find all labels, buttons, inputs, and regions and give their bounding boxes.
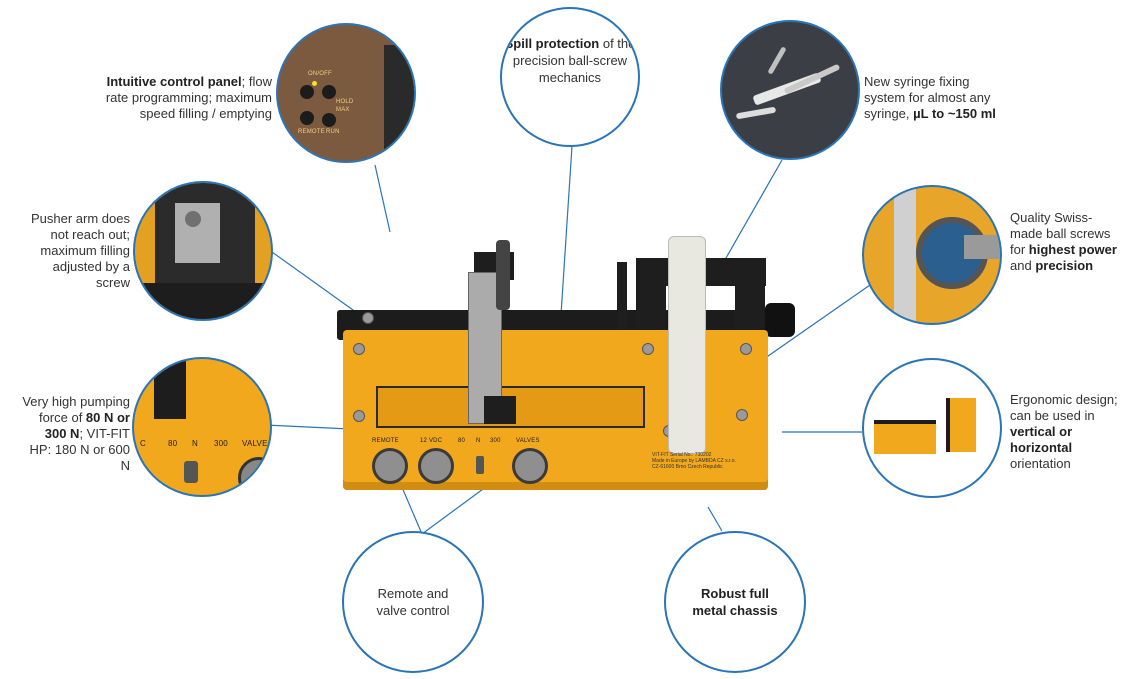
front-label-80: 80 [458,438,466,444]
pusher-disc [496,240,510,310]
zoom-label-max: MAX [336,107,350,113]
force-label-80: 80 [168,439,178,448]
serial-plate-line: CZ-61600 Brno Czech Republic [652,464,723,470]
syringe-icon [735,106,777,120]
front-label-remote: REMOTE [372,438,399,444]
led-icon [312,81,317,86]
spill-protection-circle: Spill protection of the precision ball-s… [500,7,640,147]
device-knob [765,303,795,337]
spill-rest: of the precision ball-screw mechanics [512,36,636,85]
zoom-label-onoff: ON/OFF [308,71,332,77]
line-chassis [707,506,723,532]
line-control-panel [374,164,391,233]
remote-connector [372,448,408,484]
remote-circle: Remote and valve control [342,531,484,673]
button-icon [322,85,336,99]
screw [740,343,752,355]
screw [353,343,365,355]
syringe-bold: µL to ~150 ml [913,106,996,121]
pumping-force-zoom: C 80 N 300 VALVE [132,357,272,497]
syringe-caption: New syringe fixing system for almost any… [864,74,1014,122]
ball-screws-bold-1: highest power [1028,242,1117,257]
chassis-circle: Robust full metal chassis [664,531,806,673]
force-label-n: N [192,439,198,448]
spill-caption: Spill protection of the precision ball-s… [502,35,638,86]
screw-icon [185,211,201,227]
front-label-n: N [476,438,481,444]
screw [362,312,374,324]
line-spill [559,145,573,331]
pusher-arm-caption: Pusher arm does not reach out; maximum f… [31,211,130,290]
screw [642,343,654,355]
syringe-zoom [720,20,860,160]
ball-screws-pre: Quality Swiss-made ball screws for [1010,210,1111,257]
ergonomic-caption: Ergonomic design; can be used in vertica… [1010,392,1120,472]
holder-post [735,282,765,330]
button-icon [300,111,314,125]
control-panel-rest: ; flow rate programming; maximum speed f… [105,74,272,121]
front-label-valves: VALVES [516,438,540,444]
holder-strap [668,236,706,454]
screw [736,409,748,421]
pumping-force-caption: Very high pumping force of 80 N or 300 N… [20,394,130,474]
pusher-arm-zoom [133,181,273,321]
ergonomic-rest: orientation [1010,456,1071,471]
line-syringe [717,159,783,273]
control-panel-zoom: ON/OFF HOLD MAX REMOTE RUN [276,23,416,163]
control-panel-caption: Intuitive control panel; flow rate progr… [82,74,272,122]
connector-icon [238,457,270,495]
horizontal-device-icon [874,420,936,454]
vertical-device-icon [946,398,976,452]
line-pusher-arm [271,251,361,316]
force-label-valve: VALVE [242,439,268,448]
ball-screws-mid: and [1010,258,1036,273]
zoom-label-run: RUN [326,129,340,135]
panel-edge [384,45,414,161]
screw [353,410,365,422]
chassis-caption: Robust full metal chassis [666,585,804,619]
ball-screws-zoom [862,185,1002,325]
serial-plate: VIT-FIT Serial No.: 730202 Made in Europ… [652,452,747,482]
remote-caption: Remote and valve control [376,586,450,618]
front-label-300: 300 [490,438,501,444]
force-toggle-switch [476,456,484,474]
screw-shaft [964,235,1000,259]
control-panel-bold: Intuitive control panel [106,74,242,89]
zoom-label-remote: REMOTE [298,129,325,135]
ergonomic-bold: vertical or horizontal [1010,424,1073,455]
serial-plate-line: VIT-FIT Serial No.: 730202 [652,452,712,458]
force-label-c: C [140,439,146,448]
pumping-force-pre: Very high pumping force of [22,394,130,425]
ball-screws-bold-2: precision [1035,258,1094,273]
ball-screws-caption: Quality Swiss-made ball screws for highe… [1010,210,1120,274]
holder-post [636,282,666,330]
syringe-icon [767,46,787,75]
button-icon [322,113,336,127]
pumping-force-rest: ; VIT-FIT HP: 180 N or 600 N [29,426,130,473]
ergonomic-pre: Ergonomic design; can be used in [1010,392,1118,423]
toggle-switch-icon [184,461,198,483]
chassis-bold: Robust full metal chassis [692,586,778,618]
zoom-label-hold: HOLD [336,99,354,105]
serial-plate-line: Made in Europe by LAMBDA CZ s.r.o. [652,458,736,464]
force-label-300: 300 [214,439,228,448]
valves-connector [512,448,548,484]
power-connector [418,448,454,484]
button-icon [300,85,314,99]
holder-post [617,262,627,330]
front-label-vdc: 12 VDC [420,438,443,444]
ergonomic-zoom [862,358,1002,498]
syringe-icon [783,63,841,95]
spill-bold: Spill protection [504,36,600,51]
syringe-pre: New syringe fixing system for almost any… [864,74,991,121]
pumping-force-bold: 80 N or 300 N [44,410,130,441]
pusher-base [484,396,516,424]
